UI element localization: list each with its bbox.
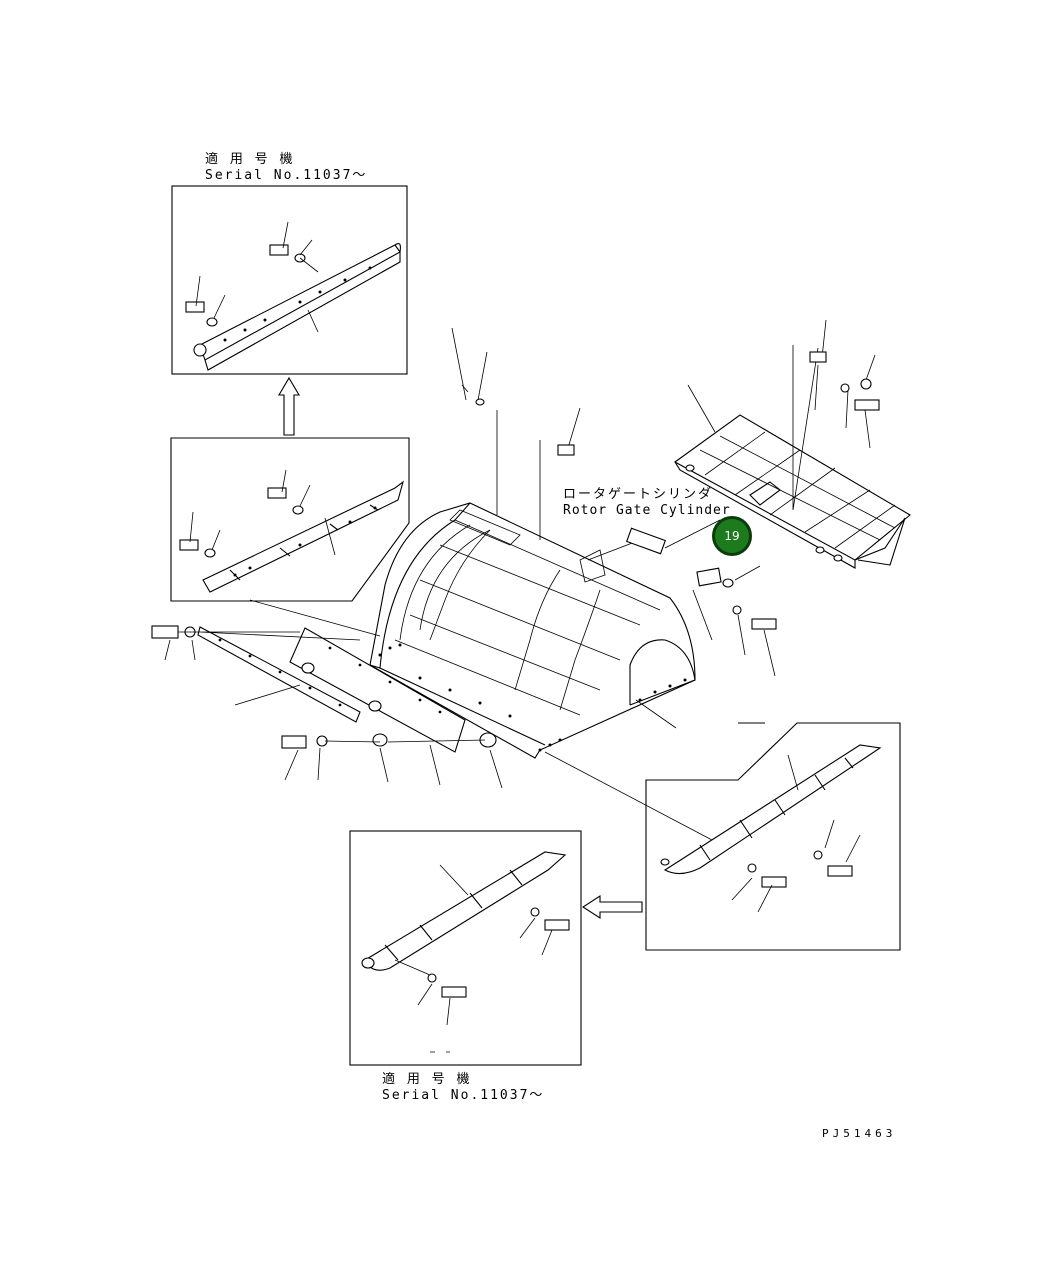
applicable-serial-bottom-label-en: Serial No.11037〜 bbox=[382, 1088, 545, 1103]
detail-box-bottom bbox=[349, 830, 582, 1066]
rotor-gate-cylinder-label-jp: ロータゲートシリンダ bbox=[563, 487, 714, 502]
applicable-serial-label-en: Serial No.11037〜 bbox=[205, 168, 368, 183]
detail-box-top-left bbox=[171, 185, 408, 375]
applicable-serial-bottom-label-jp: 適 用 号 機 bbox=[382, 1072, 472, 1087]
part-callout-19[interactable]: 19 bbox=[712, 516, 752, 556]
detail-box-mid-left bbox=[170, 437, 410, 602]
rotor-gate-frame bbox=[673, 319, 911, 569]
rotor-cover-assembly bbox=[369, 502, 696, 759]
detail-box-right bbox=[544, 722, 901, 951]
seal-plate-assembly bbox=[151, 599, 677, 789]
rotor-gate-cylinder-part bbox=[579, 519, 777, 677]
arrow-up-icon bbox=[278, 376, 300, 436]
drawing-number: PJ51463 bbox=[822, 1127, 897, 1140]
rotor-gate-cylinder-label-en: Rotor Gate Cylinder bbox=[563, 503, 731, 518]
arrow-left-icon bbox=[581, 894, 643, 920]
applicable-serial-label-jp: 適 用 号 機 bbox=[205, 152, 295, 167]
